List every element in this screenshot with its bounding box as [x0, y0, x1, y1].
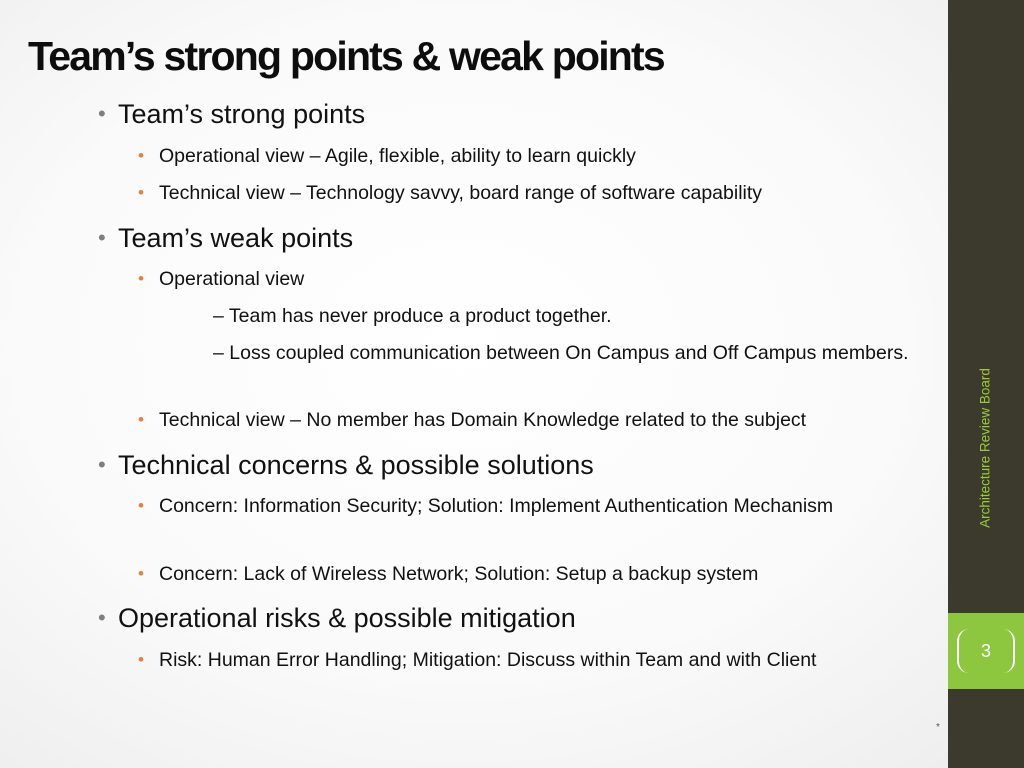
orange-bullet-icon: • — [138, 410, 144, 429]
gray-bullet-icon: • — [98, 452, 106, 477]
list-item: • Technical view – Technology savvy, boa… — [138, 178, 763, 208]
list-item: • Operational view — [138, 264, 305, 294]
section-heading-text: Technical concerns & possible solutions — [118, 450, 594, 480]
orange-bullet-icon: • — [138, 269, 144, 288]
list-item: • Operational view – Agile, flexible, ab… — [138, 141, 636, 171]
orange-bullet-icon: • — [138, 146, 144, 165]
list-item-text: Concern: Information Security; Solution:… — [159, 495, 834, 517]
sub-list-item: – Loss coupled communication between On … — [213, 338, 938, 368]
list-item: • Risk: Human Error Handling; Mitigation… — [138, 645, 904, 675]
section-heading-weak-points: • Team’s weak points — [98, 221, 354, 255]
section-heading-strong-points: • Team’s strong points — [98, 97, 366, 131]
list-item-text: Operational view — [159, 268, 305, 290]
list-item-text: Technical view – No member has Domain Kn… — [159, 409, 807, 431]
orange-bullet-icon: • — [138, 183, 144, 202]
list-item-text: Concern: Lack of Wireless Network; Solut… — [159, 563, 759, 585]
list-item-text: Risk: Human Error Handling; Mitigation: … — [159, 649, 817, 671]
sub-list-item-text: – Team has never produce a product toget… — [213, 305, 612, 327]
gray-bullet-icon: • — [98, 225, 106, 250]
gray-bullet-icon: • — [98, 101, 106, 126]
section-heading-text: Team’s weak points — [118, 223, 354, 253]
orange-bullet-icon: • — [138, 496, 144, 515]
slide-number: 3 — [980, 641, 991, 661]
section-heading-text: Team’s strong points — [118, 99, 366, 129]
gray-bullet-icon: • — [98, 605, 106, 630]
orange-bullet-icon: • — [138, 650, 144, 669]
sub-list-item: – Team has never produce a product toget… — [213, 301, 612, 331]
corner-mark: * — [936, 722, 940, 733]
footer-text: Architecture Review Board — [977, 368, 993, 528]
list-item: • Concern: Information Security; Solutio… — [138, 491, 879, 521]
slide-content-area: Team’s strong points & weak points • Tea… — [28, 33, 940, 733]
sub-list-item-text: – Loss coupled communication between On … — [213, 342, 909, 364]
list-item: • Technical view – No member has Domain … — [138, 405, 807, 435]
list-item-text: Technical view – Technology savvy, board… — [159, 182, 763, 204]
section-heading-text: Operational risks & possible mitigation — [118, 603, 576, 633]
slide-number-badge: 3 — [948, 613, 1024, 689]
list-item: • Concern: Lack of Wireless Network; Sol… — [138, 559, 759, 589]
orange-bullet-icon: • — [138, 564, 144, 583]
section-heading-technical-concerns: • Technical concerns & possible solution… — [98, 448, 594, 482]
list-item-text: Operational view – Agile, flexible, abil… — [159, 145, 636, 167]
slide-number-bracket-icon — [957, 629, 1015, 673]
slide-body: • Team’s strong points • Operational vie… — [98, 97, 938, 675]
section-heading-operational-risks: • Operational risks & possible mitigatio… — [98, 601, 576, 635]
slide-title: Team’s strong points & weak points — [28, 33, 666, 79]
